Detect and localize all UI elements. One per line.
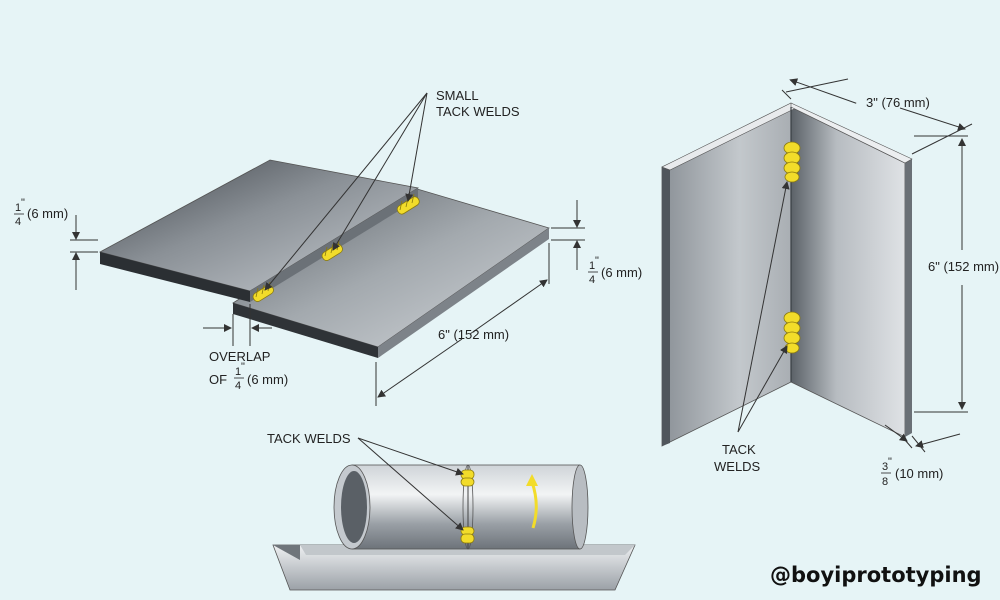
pipe-tack-welds-label: TACK WELDS xyxy=(267,431,351,446)
overlap-of: OF xyxy=(209,372,227,387)
frac-den: 4 xyxy=(589,274,595,286)
lap-length-label: 6" (152 mm) xyxy=(438,327,509,342)
lower-plate xyxy=(232,187,550,358)
corner-thickness-label: 3 " 8 (10 mm) xyxy=(881,456,943,488)
lap-thickness-left-label: 1 " 4 (6 mm) xyxy=(14,197,68,228)
pipe-tack-weld-bottom xyxy=(460,526,475,544)
corner-height-label: 6" (152 mm) xyxy=(928,259,999,274)
pipe-joint: TACK WELDS xyxy=(267,431,636,591)
lap-joint: SMALL TACK WELDS 1 " 4 (6 mm) 1 " 4 xyxy=(14,88,642,406)
frac-inch: " xyxy=(21,197,25,209)
frac-num: 1 xyxy=(589,260,595,272)
frac-inch: " xyxy=(595,255,599,267)
pipe xyxy=(333,464,589,550)
pipe-tack-weld-top xyxy=(460,469,475,487)
angle-iron-cradle xyxy=(272,544,636,591)
rotation-arrow-icon xyxy=(526,474,538,529)
frac-num: 1 xyxy=(15,202,21,214)
corner-tack-label-2: WELDS xyxy=(714,459,761,474)
corner-thickness-dimension xyxy=(884,424,961,453)
corner-tack-welds-leaders xyxy=(737,181,790,433)
overlap-dimension xyxy=(203,304,272,346)
frac-mm: (6 mm) xyxy=(247,372,288,387)
frac-num: 1 xyxy=(235,366,241,378)
corner-joint: TACK WELDS 3" (76 mm) 6" (152 mm) 3 xyxy=(661,78,999,488)
corner-tack-label-1: TACK xyxy=(722,442,756,457)
lap-length-dimension xyxy=(375,243,550,406)
frac-inch: " xyxy=(241,361,245,373)
lap-thickness-right-label: 1 " 4 (6 mm) xyxy=(588,255,642,286)
frac-den: 8 xyxy=(882,476,888,488)
corner-width-label: 3" (76 mm) xyxy=(866,95,930,110)
frac-den: 4 xyxy=(15,216,21,228)
small-tack-welds-label-2: TACK WELDS xyxy=(436,104,520,119)
frac-mm: (6 mm) xyxy=(601,265,642,280)
corner-width-dimension xyxy=(781,78,973,155)
frac-num: 3 xyxy=(882,461,888,473)
small-tack-welds-leaders xyxy=(264,92,428,291)
frac-mm: (10 mm) xyxy=(895,466,943,481)
frac-den: 4 xyxy=(235,380,241,392)
frac-mm: (6 mm) xyxy=(27,206,68,221)
lap-thickness-right-dimension xyxy=(551,200,585,270)
watermark: @boyiprototyping xyxy=(770,563,982,587)
corner-right-panel xyxy=(790,106,906,438)
overlap-label: OVERLAP xyxy=(209,349,270,364)
lap-thickness-left-dimension xyxy=(70,215,98,290)
corner-height-dimension xyxy=(914,135,968,413)
overlap-fraction-label: OF 1 " 4 (6 mm) xyxy=(209,361,288,392)
corner-tack-weld-top xyxy=(783,141,801,183)
frac-inch: " xyxy=(888,456,892,468)
pipe-tack-welds-leaders xyxy=(357,437,464,531)
small-tack-welds-label-1: SMALL xyxy=(436,88,479,103)
